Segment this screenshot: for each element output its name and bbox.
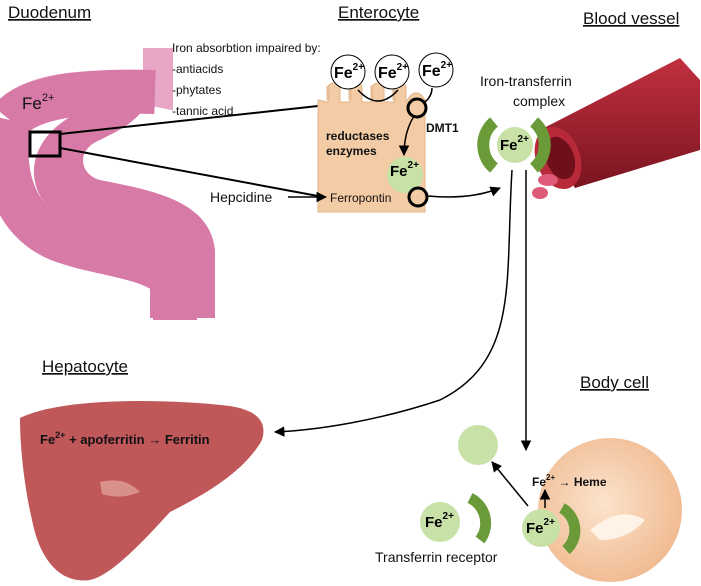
enzymes-label: enzymes xyxy=(326,144,377,158)
intestine-upper xyxy=(0,69,156,136)
ferroportin-label: Ferropontin xyxy=(330,191,391,205)
iron-charge: 2+ xyxy=(544,517,556,528)
iron-ion-circle xyxy=(330,54,366,90)
iron-ion-green-circle xyxy=(522,509,560,547)
iron-symbol: Fe xyxy=(378,65,397,82)
iron-charge: 2+ xyxy=(546,473,555,482)
export-to-blood-arrow xyxy=(427,186,501,198)
hepcidine-label: Hepcidine xyxy=(210,189,272,205)
absorption-note-item: -phytates xyxy=(172,83,221,97)
duodenum-tube xyxy=(0,48,215,320)
body-cell-heading: Body cell xyxy=(580,373,649,392)
zoom-line-top xyxy=(59,105,319,135)
transferrin-release-arrow xyxy=(491,461,529,507)
transferrin-receptor-icon xyxy=(558,503,581,555)
iron-symbol: Fe xyxy=(422,63,441,80)
transferrin-receptor-label: Transferrin receptor xyxy=(375,549,498,565)
dmt1-arrow xyxy=(398,115,415,157)
transferrin-receptor-icon xyxy=(467,493,492,544)
iron-charge: 2+ xyxy=(353,62,365,73)
released-transferrin-icon xyxy=(458,425,498,465)
iron-ion-circle xyxy=(374,54,410,90)
liver-shape xyxy=(20,401,264,581)
dmt1-transporter-icon xyxy=(406,97,428,119)
iron-symbol: Fe xyxy=(40,432,55,447)
dmt1-label: DMT1 xyxy=(426,121,459,135)
blood-vessel xyxy=(532,58,700,199)
transferrin-left-icon xyxy=(477,117,499,173)
iron-symbol: Fe xyxy=(390,163,408,180)
cell-organelle xyxy=(590,514,645,540)
iron-symbol: Fe xyxy=(532,475,546,489)
iron-entry-line xyxy=(424,87,433,103)
iron-ion-label: Fe2+ xyxy=(526,517,555,537)
iron-charge: 2+ xyxy=(443,511,455,522)
iron-ion-green-circle xyxy=(497,127,533,163)
iron-ion-green-circle xyxy=(387,157,423,193)
iron-symbol: Fe xyxy=(334,65,353,82)
reduction-arrow xyxy=(357,89,399,102)
iron-ion-label: Fe2+ xyxy=(378,62,408,82)
liver-gallbladder xyxy=(100,480,140,497)
iron-charge: 2+ xyxy=(441,60,453,71)
iron-ion-circle xyxy=(418,52,454,88)
transferrin-right-icon xyxy=(529,117,551,173)
reaction-arrow: → xyxy=(148,432,161,447)
hepatocyte-heading: Hepatocyte xyxy=(42,357,128,376)
absorption-note-title: Iron absorbtion impaired by: xyxy=(172,41,321,55)
iron-transferrin-label-line2: complex xyxy=(513,93,565,109)
zoom-box xyxy=(28,130,62,158)
iron-charge: 2+ xyxy=(397,62,409,73)
iron-ion-label: Fe2+ xyxy=(334,62,364,82)
iron-ion-green-circle xyxy=(420,502,460,542)
zoom-line-bottom xyxy=(59,147,319,197)
iron-symbol: Fe xyxy=(22,94,42,113)
heme-arrow: → xyxy=(558,475,570,489)
red-blood-cell-icon xyxy=(532,187,548,199)
enterocyte-heading: Enterocyte xyxy=(338,3,419,22)
absorption-note-item: -tannic acid xyxy=(172,104,233,118)
iron-ion-label: Fe2+ xyxy=(422,60,452,80)
body-cell-shape xyxy=(538,438,682,582)
duodenum-iron-label: Fe2+ xyxy=(22,92,54,113)
ferritin-text: Ferritin xyxy=(165,432,210,447)
iron-ion-label: Fe2+ xyxy=(500,134,529,154)
absorption-note-item: -antiacids xyxy=(172,62,223,76)
iron-symbol: Fe xyxy=(425,514,443,531)
iron-ion-label: Fe2+ xyxy=(425,511,454,531)
blood-to-liver-arrow xyxy=(273,169,513,437)
iron-charge: 2+ xyxy=(55,430,65,440)
blood-vessel-heading: Blood vessel xyxy=(583,9,679,28)
liver xyxy=(20,401,264,581)
enterocyte-villi xyxy=(326,86,396,100)
hepatocyte-reaction: Fe2+ + apoferritin → Ferritin xyxy=(40,430,210,447)
duodenum-heading: Duodenum xyxy=(8,3,91,22)
iron-ion-label: Fe2+ xyxy=(390,160,419,180)
iron-charge: 2+ xyxy=(42,92,55,104)
iron-transferrin-label-line1: Iron-transferrin xyxy=(480,73,572,89)
red-blood-cell-icon xyxy=(538,174,558,186)
ferroportin-transporter-icon xyxy=(407,186,429,208)
vessel-lumen xyxy=(544,136,576,180)
intestine-lower xyxy=(0,117,197,320)
heme-reaction: Fe2+ → Heme xyxy=(532,473,607,489)
iron-charge: 2+ xyxy=(408,160,420,171)
apoferritin-text: + apoferritin xyxy=(69,432,145,447)
iron-symbol: Fe xyxy=(500,137,518,154)
iron-symbol: Fe xyxy=(526,520,544,537)
reductases-label: reductases xyxy=(326,129,390,143)
heme-text: Heme xyxy=(574,475,607,489)
iron-charge: 2+ xyxy=(518,134,530,145)
